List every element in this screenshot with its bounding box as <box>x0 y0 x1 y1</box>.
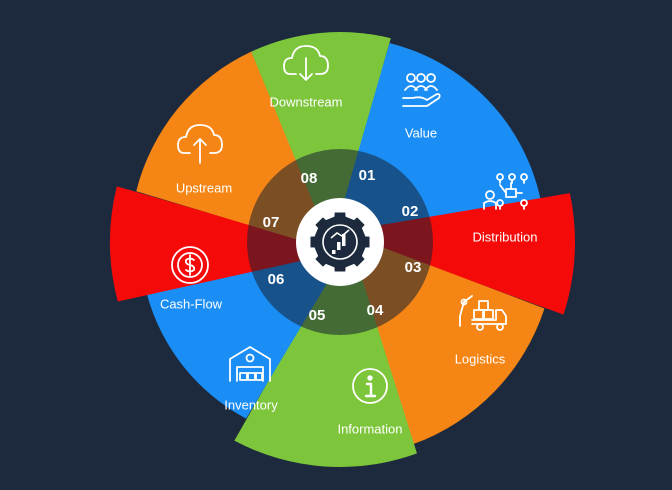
segment-number-07: 07 <box>263 214 280 231</box>
ring-band <box>247 149 433 335</box>
info-icon <box>352 368 388 404</box>
dollar-cycle-icon <box>171 246 209 284</box>
icon-layer <box>171 45 528 404</box>
segment-number-05: 05 <box>309 307 326 324</box>
segment-label-inventory: Inventory <box>224 397 278 412</box>
segment-number-03: 03 <box>405 259 422 276</box>
truck-robot-arm-icon <box>459 295 507 331</box>
segment-label-distribution: Distribution <box>472 229 537 244</box>
segment-label-value: Value <box>405 125 437 140</box>
segment-number-06: 06 <box>268 271 285 288</box>
gear-chart-icon <box>310 212 370 272</box>
segment-number-08: 08 <box>301 170 318 187</box>
segment-label-upstream: Upstream <box>176 180 232 195</box>
cloud-download-icon <box>283 45 329 81</box>
petal-information <box>234 238 417 468</box>
segment-number-02: 02 <box>402 203 419 220</box>
people-hand-icon <box>402 73 441 107</box>
segment-label-information: Information <box>337 421 402 436</box>
petal-downstream <box>251 31 391 247</box>
segment-number-04: 04 <box>367 302 384 319</box>
cloud-upload-icon <box>177 124 223 164</box>
center-hub <box>296 198 384 286</box>
segment-label-cash-flow: Cash-Flow <box>160 296 223 311</box>
segment-number-01: 01 <box>359 167 376 184</box>
number-layer: 01 02 03 04 05 06 07 08 <box>263 167 422 324</box>
segment-label-logistics: Logistics <box>455 351 506 366</box>
petal-cash-flow <box>109 186 343 302</box>
warehouse-icon <box>229 346 271 382</box>
segment-label-downstream: Downstream <box>270 94 343 109</box>
center-ring <box>247 149 433 335</box>
distribution-network-icon <box>483 173 528 210</box>
